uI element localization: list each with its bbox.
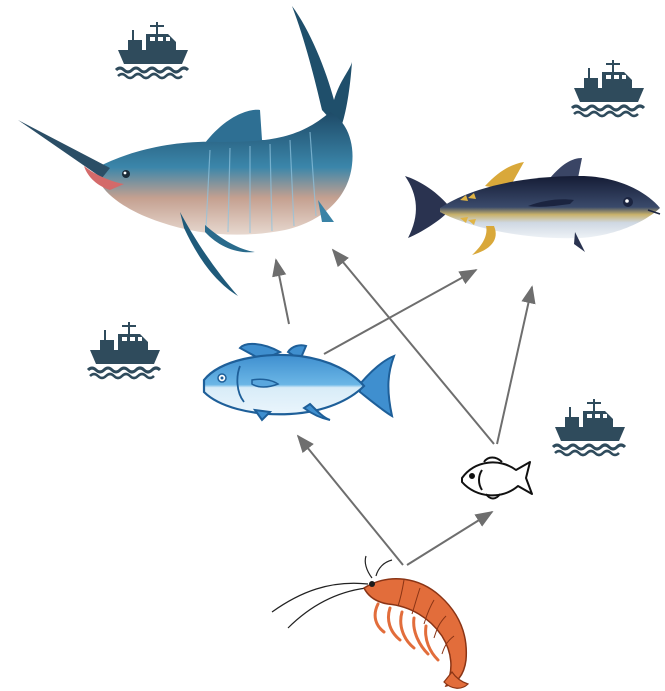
arrow-shrimp-to-small-fish [407, 512, 492, 565]
shrimp-icon [272, 556, 468, 688]
arrow-small-tuna-to-bluefin-tuna [324, 270, 476, 354]
arrow-small-fish-to-bluefin-tuna [497, 287, 532, 444]
fishing-boat-icon [572, 60, 644, 116]
arrow-shrimp-to-small-tuna [298, 436, 403, 565]
small-tuna-icon [204, 344, 394, 420]
arrow-small-fish-to-marlin [333, 250, 494, 444]
small-fish-icon [462, 458, 532, 499]
bluefin-tuna-icon [405, 158, 660, 255]
arrow-small-tuna-to-marlin [276, 260, 289, 324]
fishing-boat-icon [88, 322, 160, 378]
fishing-boat-icon [116, 22, 188, 78]
marlin-icon [18, 6, 353, 296]
fishing-boat-icon [553, 399, 625, 455]
